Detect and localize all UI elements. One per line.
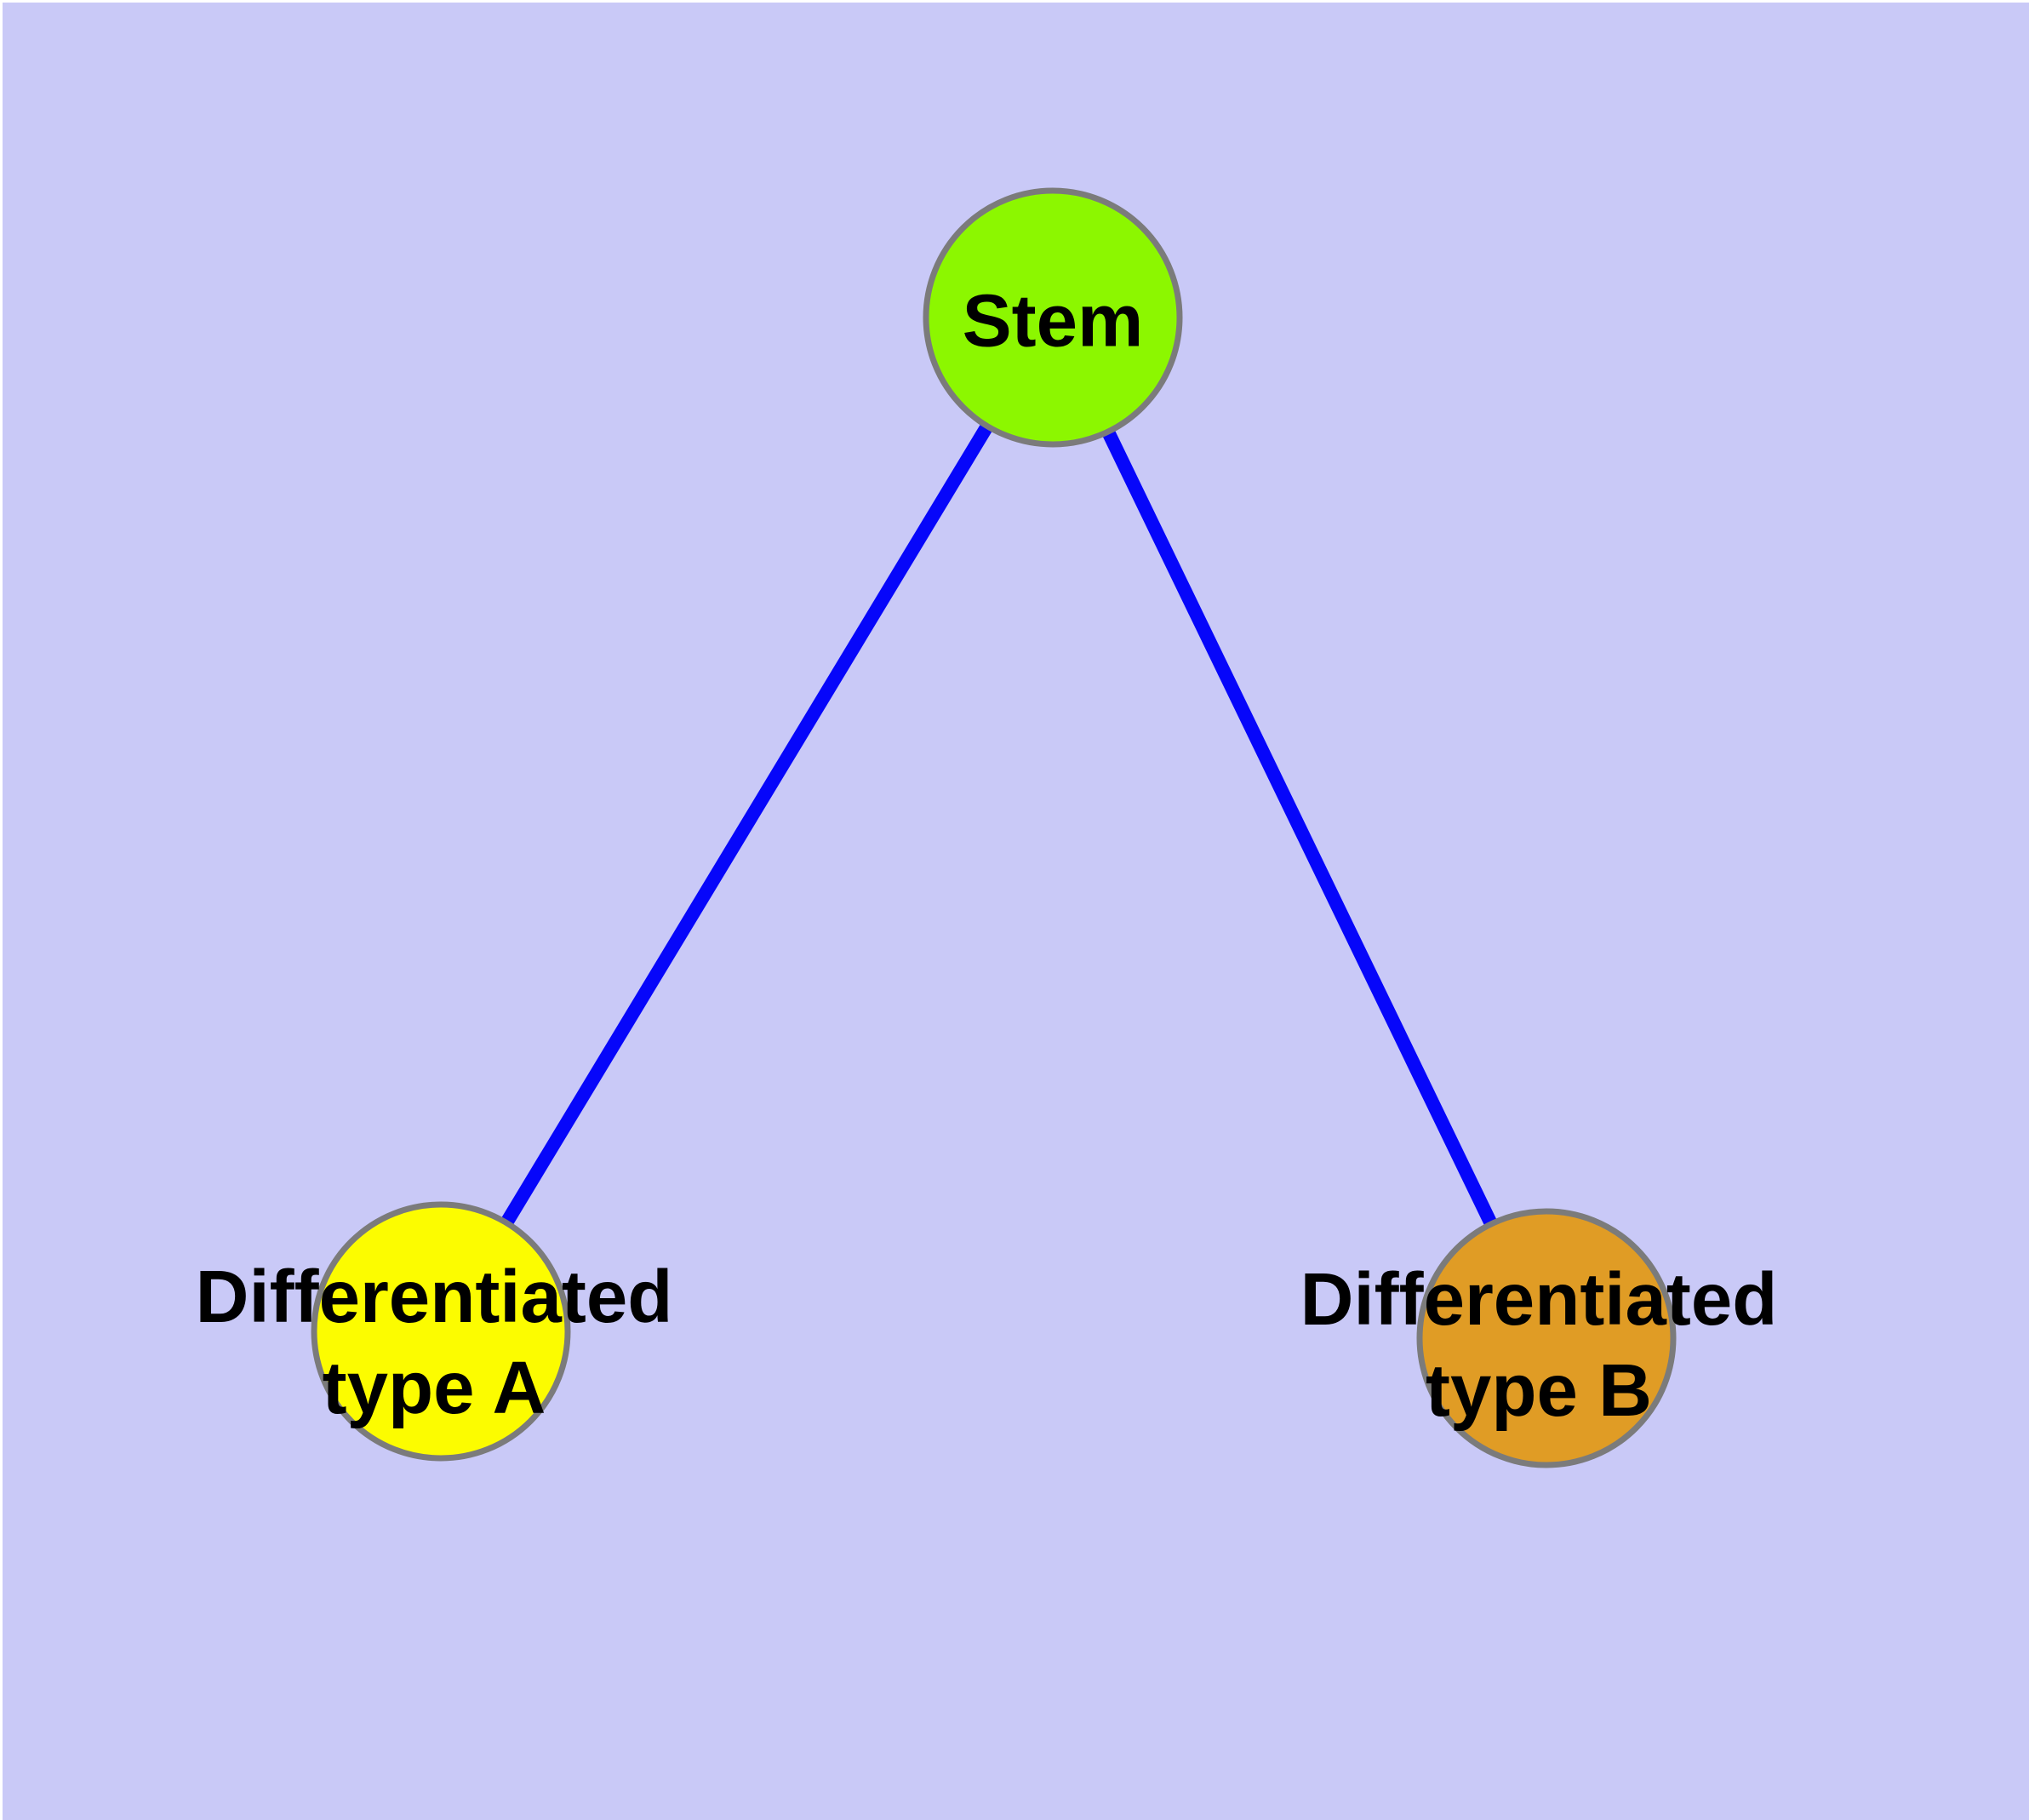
label-line-2: type B [1426,1349,1652,1432]
node-stem [923,187,1183,448]
edge-stem-to-type-a [435,313,1059,1336]
edge-stem-to-type-b [1046,314,1553,1342]
node-differentiated-type-b-label: Differentiated type B [1300,1254,1778,1436]
node-stem-label: Stem [962,279,1144,363]
label-line-1: Differentiated [1300,1258,1778,1341]
node-differentiated-type-a-label: Differentiated type A [196,1251,673,1434]
label-line-2: type A [322,1347,546,1429]
label-line-1: Differentiated [195,1256,673,1338]
white-frame-left-edge [0,0,3,1820]
node-differentiated-type-b [1416,1208,1677,1468]
node-differentiated-type-a [311,1201,571,1462]
white-frame-top-edge [0,0,2029,3]
